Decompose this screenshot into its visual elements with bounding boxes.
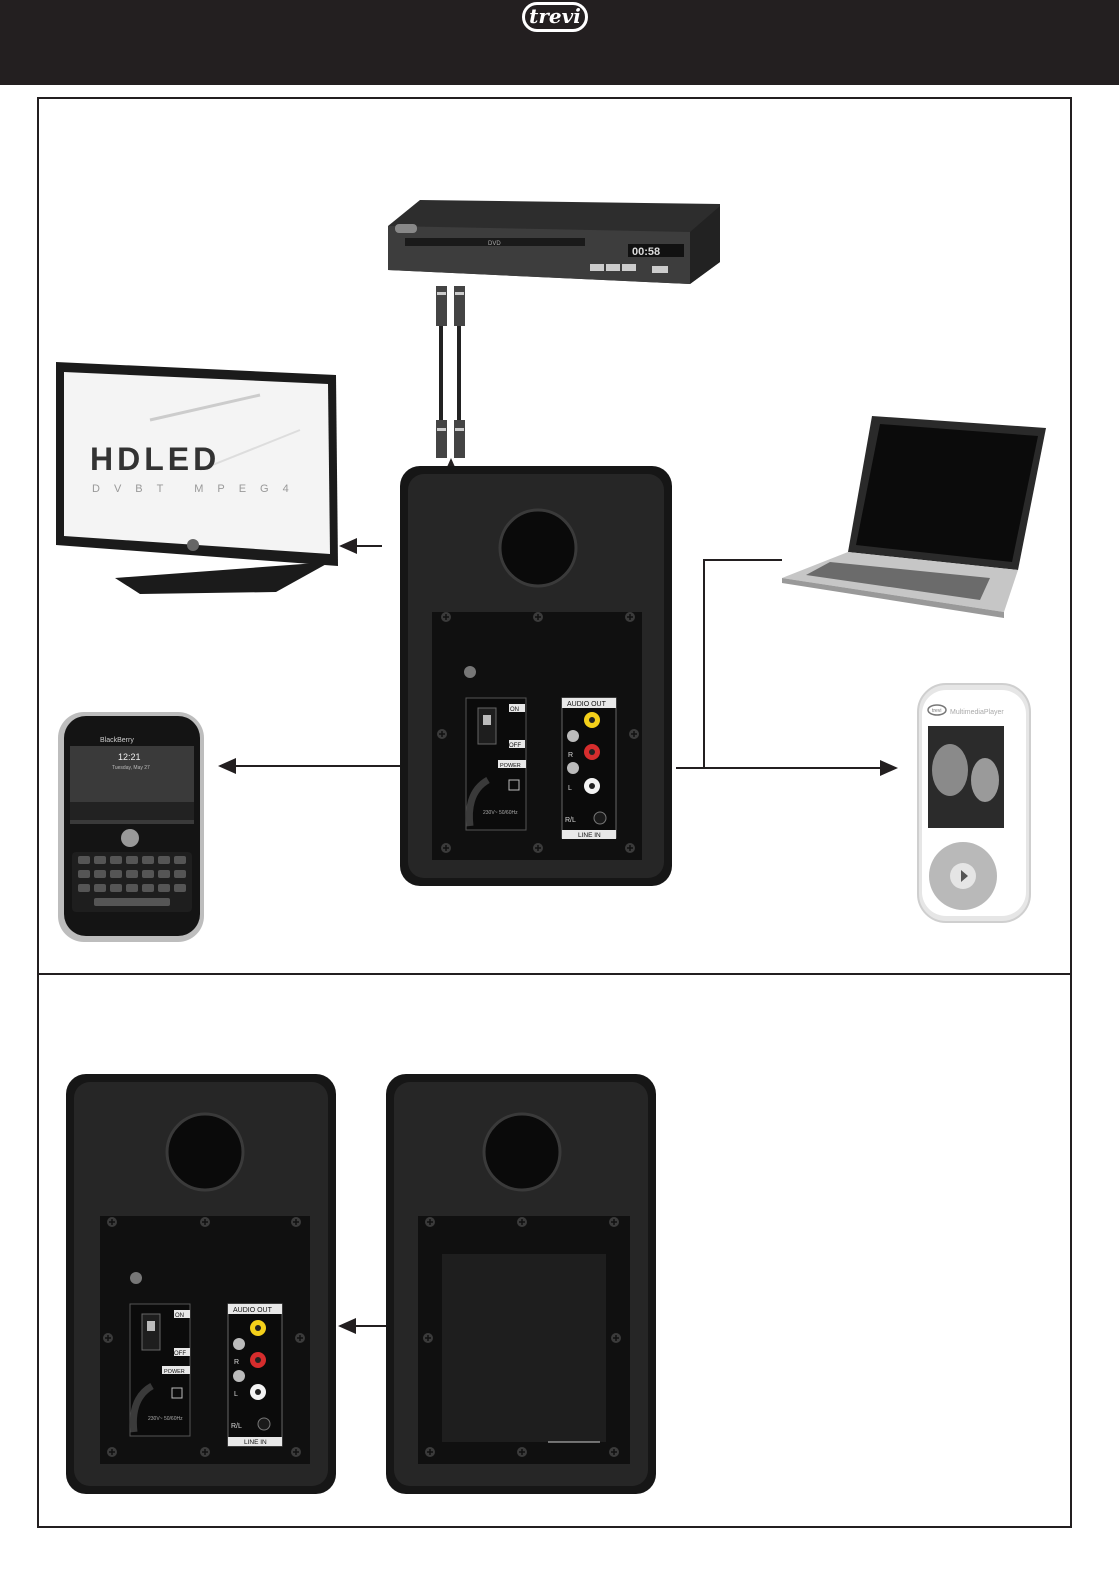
r-label: R [568,752,573,759]
l-label: L [568,785,572,792]
line-in-label-2: LINE IN [244,1439,267,1446]
media-player-icon: trevi MultimediaPlayer [918,684,1030,922]
speaker-back-right [386,1074,656,1494]
phone-time: 12:21 [118,752,141,762]
l-label-2: L [234,1391,238,1398]
rl-label: R/L [565,817,576,824]
power-label-2: POWER [164,1369,185,1375]
speaker-back-left: ON OFF POWER 230V~ 50/60Hz AUDIO OUT R L… [66,1074,336,1494]
phone-date: Tuesday, May 27 [112,765,150,771]
off-label-2: OFF [174,1351,186,1357]
speaker-back-main: ON OFF POWER 230V~ 50/60Hz AUDIO OUT R L… [400,466,672,886]
voltage-label-2: 230V~ 50/60Hz [148,1416,183,1422]
rl-label-2: R/L [231,1423,242,1430]
line-to-laptop [676,560,782,768]
power-label: POWER [500,763,521,769]
rca-cable-icon [436,286,465,470]
smartphone-icon: BlackBerry 12:21 Tuesday, May 27 [58,712,204,942]
tv-icon: HDLED DVBT MPEG4 [56,362,338,594]
on-label-2: ON [175,1313,184,1319]
player-model: MultimediaPlayer [950,709,1004,716]
audio-out-label-2: AUDIO OUT [233,1307,273,1314]
on-label: ON [510,707,519,713]
r-label-2: R [234,1359,239,1366]
line-in-label: LINE IN [578,832,601,839]
phone-brand: BlackBerry [100,737,134,744]
tv-screen-subtext: DVBT MPEG4 [92,483,303,495]
dvd-display: 00:58 [632,246,660,258]
tv-screen-text: HDLED [90,441,220,477]
audio-out-label: AUDIO OUT [567,701,607,708]
dvd-player-icon: 00:58 DVD [388,200,720,284]
voltage-label: 230V~ 50/60Hz [483,810,518,816]
off-label: OFF [509,743,521,749]
player-brand: trevi [932,708,941,714]
dvd-label: DVD [488,241,501,247]
laptop-icon [782,416,1046,618]
